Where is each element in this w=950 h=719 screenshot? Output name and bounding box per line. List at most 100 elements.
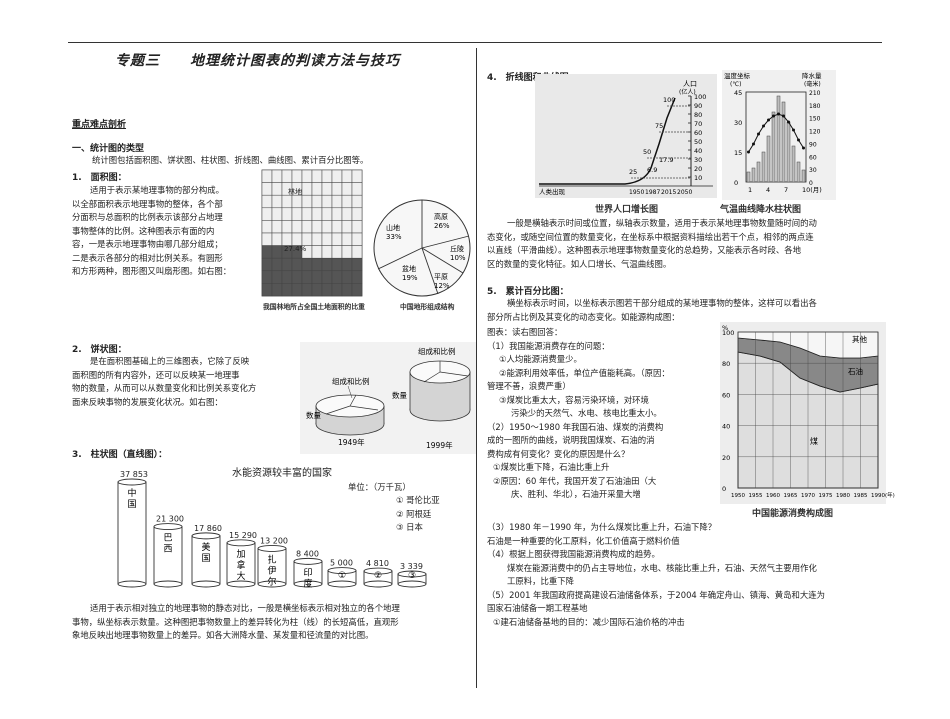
grid-cell bbox=[331, 270, 343, 284]
temp-axis-label: 温度坐标 bbox=[724, 71, 751, 80]
grid-cell bbox=[281, 169, 293, 183]
energy-caption: 中国能源消费构成图 bbox=[752, 509, 834, 519]
pop-x-tick: 1950 bbox=[629, 189, 644, 196]
grid-cell bbox=[331, 232, 343, 246]
pop-y-tick: 60 bbox=[694, 129, 702, 137]
grid-cell bbox=[281, 257, 293, 272]
rain-tick: 180 bbox=[809, 103, 821, 110]
pop-y-tick: 100 bbox=[694, 93, 706, 101]
grid-cell bbox=[341, 232, 353, 246]
grid-cell bbox=[321, 283, 333, 297]
energy-label-oil: 石油 bbox=[848, 366, 863, 376]
q1b: ②能源利用效率低，单位产值能耗高。（原因： bbox=[499, 367, 670, 378]
population-growth-chart: 人口(亿人)1020304050607080901002550751006.91… bbox=[535, 74, 717, 198]
grid-cell bbox=[321, 257, 333, 272]
temp-tick: 15 bbox=[734, 149, 742, 157]
energy-label-other: 其他 bbox=[852, 334, 867, 344]
legend-item: ② 阿根廷 bbox=[396, 508, 432, 519]
grid-cell bbox=[301, 194, 313, 209]
q1: （1）我国能源消费存在的问题： bbox=[487, 340, 610, 351]
pop-y-tick: 20 bbox=[694, 165, 702, 173]
bar-category-label: 美 bbox=[201, 541, 210, 553]
rain-tick: 60 bbox=[809, 154, 817, 161]
rain-bar bbox=[801, 169, 806, 183]
rain-bar bbox=[766, 135, 771, 183]
energy-x-tick: 1960 bbox=[766, 493, 780, 499]
grid-cell bbox=[341, 194, 353, 209]
bar-top bbox=[397, 570, 427, 578]
energy-y-tick: 0 bbox=[722, 485, 726, 493]
grid-cell bbox=[341, 182, 353, 196]
pie-label: 高原 bbox=[434, 212, 448, 221]
grid-cell bbox=[301, 220, 313, 234]
pie3d-year: 1949年 bbox=[338, 437, 365, 447]
cumulative-heading: 5. 累计百分比图： bbox=[487, 287, 569, 297]
grid-cell bbox=[261, 283, 273, 297]
grid-cell bbox=[311, 232, 323, 246]
bar-value-label: 37 853 bbox=[120, 470, 148, 479]
text-line: 以全部面积表示地理事物的整体，各个部 bbox=[72, 198, 223, 209]
bar-value-label: 5 000 bbox=[330, 559, 353, 568]
pie-value: 10% bbox=[450, 254, 466, 262]
grid-cell bbox=[261, 220, 273, 234]
bar-category-label: 中 bbox=[127, 487, 136, 499]
bar-category-label: 扎 bbox=[267, 553, 276, 565]
text-line: 横坐标表示时间，以坐标表示图若干部分组成的某地理事物的整体，这样可以看出各 bbox=[507, 298, 817, 308]
bar-base bbox=[117, 580, 147, 588]
text-line: 适用于表示某地理事物的部分构成。 bbox=[90, 185, 224, 195]
pie3d-text: 是在面积图基础上的三维图表，它除了反映 面积图的所有内容外，还可以反映某一地理事… bbox=[72, 355, 256, 409]
pie-label: 山地 bbox=[386, 223, 400, 232]
rain-bar bbox=[771, 111, 776, 183]
climate-caption: 气温曲线降水柱状图 bbox=[720, 205, 802, 215]
bar-value-label: 4 810 bbox=[366, 559, 389, 568]
bar-heading: 3. 柱状图（直线图）： bbox=[72, 450, 168, 460]
bar-value-label: 21 300 bbox=[156, 515, 184, 524]
pop-y-tick: 40 bbox=[694, 147, 702, 155]
grid-cell bbox=[261, 182, 273, 196]
climate-x-tick: 1 bbox=[748, 186, 752, 194]
bar-category-label: ③ bbox=[408, 571, 416, 581]
grid-cell bbox=[271, 182, 283, 196]
grid-cell bbox=[311, 220, 323, 234]
questions: 图表：读右图回答： （1）我国能源消费存在的问题： ①人均能源消费量少。 ②能源… bbox=[487, 326, 670, 502]
pop-annotation: 17.9 bbox=[659, 156, 673, 164]
bar-category-label: 印 bbox=[303, 566, 312, 578]
bar-top bbox=[191, 532, 221, 540]
q3: （3）1980 年－1990 年，为什么煤炭比重上升，石油下降？ bbox=[487, 522, 717, 532]
climate-x-tick: 10(月) bbox=[802, 186, 822, 194]
bar-base bbox=[293, 580, 323, 588]
energy-label-coal: 煤 bbox=[810, 436, 818, 446]
energy-x-tick: 1990(年) bbox=[871, 491, 895, 499]
q1b2: 管理不善，浪费严重） bbox=[487, 381, 571, 391]
grid-cell bbox=[301, 207, 313, 221]
grid-cell bbox=[271, 207, 283, 221]
energy-y-tick: 60 bbox=[722, 391, 730, 399]
bar-top bbox=[293, 557, 323, 565]
text-line: 以直线（平滑曲线）。这种图表示地理事物数量变化的总趋势，又能表示各时段、各地 bbox=[487, 245, 802, 255]
grid-cell bbox=[311, 182, 323, 196]
q2b: 成的一图所的曲线，说明我国煤炭、石油的消 bbox=[487, 435, 655, 445]
bar bbox=[153, 526, 183, 585]
grid-cell bbox=[321, 207, 333, 221]
bar-top bbox=[257, 544, 287, 552]
grid-cell bbox=[351, 257, 363, 272]
bar-base bbox=[153, 580, 183, 588]
grid-cell bbox=[341, 270, 353, 284]
page-title: 专题三 地理统计图表的判读方法与技巧 bbox=[115, 53, 400, 69]
pop-annotation: 75 bbox=[655, 122, 663, 130]
pie3d-label: 数量 bbox=[392, 390, 407, 400]
bar-top bbox=[153, 523, 183, 531]
grid-cell bbox=[351, 232, 363, 246]
grid-cell bbox=[261, 245, 273, 259]
energy-x-tick: 1975 bbox=[819, 493, 833, 499]
bar-category-label: ① bbox=[338, 571, 346, 581]
pie3d-label: 组成和比例 bbox=[418, 346, 456, 356]
grid-cell bbox=[331, 182, 343, 196]
rain-bar bbox=[796, 161, 801, 183]
grid-cell bbox=[261, 270, 273, 284]
q-intro: 图表：读右图回答： bbox=[487, 327, 563, 337]
grid-cell bbox=[351, 207, 363, 221]
bar bbox=[117, 481, 147, 585]
bar-value-label: 8 400 bbox=[296, 549, 319, 558]
